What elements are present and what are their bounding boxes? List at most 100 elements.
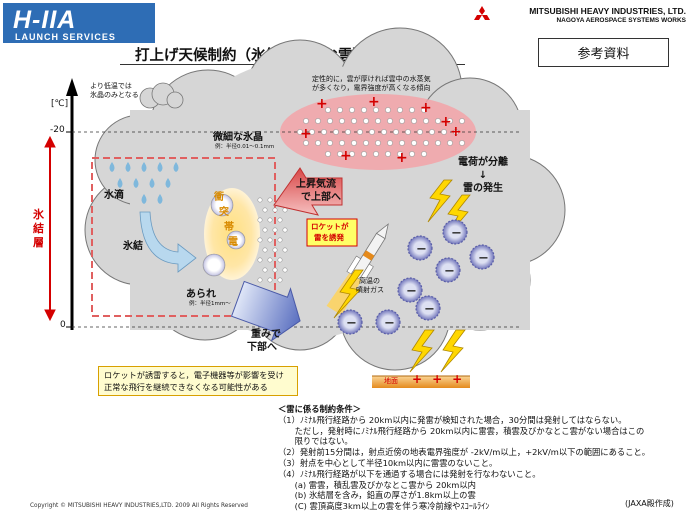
ice-crystal-dot <box>441 129 447 135</box>
water-drop <box>125 162 131 172</box>
ice-crystal-dot <box>429 129 435 135</box>
updraft-arrow <box>273 167 343 216</box>
axis-tick-top: -20 <box>50 125 65 135</box>
ground-charges: +++ <box>412 372 473 386</box>
small-ice-dot <box>272 267 278 273</box>
ice-crystal-dot <box>411 140 417 146</box>
small-ice-dot <box>277 277 283 283</box>
small-ice-dot <box>257 277 263 283</box>
charge-separation-label: 電荷が分離↓雷の発生 <box>458 157 508 194</box>
rocket-trigger-label: ロケットが雷を誘発 <box>311 222 349 242</box>
water-drop-label: 水滴 <box>104 190 124 201</box>
ice-crystal-dot <box>315 140 321 146</box>
hail-size: 例：半径1mm～ <box>189 301 231 307</box>
small-ice-dot <box>277 257 283 263</box>
condition-line: ただし，発射時にﾉﾐﾅﾙ飛行経路から 20km以内に雷雲，積雲及びかなとこ雲がな… <box>278 425 645 436</box>
small-ice-dot <box>262 247 268 253</box>
condition-line: （3）射点を中心として半径10km以内に雷雲のないこと。 <box>278 457 498 468</box>
sinking-arrow <box>230 280 301 342</box>
ice-region-note: 定性的に，雲が厚ければ雲中の水蒸気が多くなり，電界強度が高くなる傾向 <box>312 75 431 92</box>
condition-line: （4）ﾉﾐﾅﾙ飛行経路が以下を通過する場合には発射を行なわないこと。 <box>278 468 541 479</box>
ice-crystal-dot <box>393 129 399 135</box>
ice-crystal-dot <box>351 140 357 146</box>
negative-charge-mark: − <box>384 316 395 331</box>
negative-charge-ball <box>469 244 495 270</box>
ground-bar <box>372 376 470 388</box>
positive-charge-mark: + <box>420 100 432 116</box>
negative-charges: −−−−−−−− <box>337 219 495 335</box>
negative-charge-ball <box>415 295 441 321</box>
small-ice-dot <box>257 197 263 203</box>
small-ice-dot <box>277 237 283 243</box>
hail-balls <box>202 193 246 277</box>
ice-crystal-label: 微細な氷晶 <box>213 132 263 143</box>
water-drop <box>141 194 147 204</box>
ice-crystal-size: 例：半径0.01～0.1mm <box>215 144 275 150</box>
ice-crystal-dot <box>321 129 327 135</box>
mhi-company-name: MITSUBISHI HEAVY INDUSTRIES, LTD. <box>529 6 686 16</box>
water-drop <box>133 178 139 188</box>
negative-charge-mark: − <box>346 316 357 331</box>
small-ice-dot <box>272 227 278 233</box>
updraft-label: 上昇気流で上部へ <box>296 179 341 203</box>
negative-charge-mark: − <box>478 251 489 266</box>
sink-label: 重みで下部へ <box>247 329 281 353</box>
ice-crystal-dot <box>435 140 441 146</box>
condition-line: 限りではない。 <box>278 436 353 447</box>
positive-charge-mark: + <box>450 124 462 140</box>
positive-charges: ++++++++ <box>300 94 462 166</box>
negative-charge-ball <box>397 277 423 303</box>
mhi-division-name: NAGOYA AEROSPACE SYSTEMS WORKS <box>556 17 686 24</box>
ice-crystal-dot <box>363 118 369 124</box>
mhi-diamond-icon <box>474 6 490 20</box>
negative-charge-ball <box>407 235 433 261</box>
condition-line: （2）発射前15分間は，射点近傍の地表電界強度が -2kV/m以上，+2kV/m… <box>278 447 651 458</box>
ice-crystal-dot <box>351 118 357 124</box>
axis-unit: [℃] <box>51 99 69 109</box>
small-ice-dot <box>262 227 268 233</box>
warning-box: ロケットが誘雷すると，電子機器等が影響を受け 正常な飛行を継続できなくなる可能性… <box>98 366 298 396</box>
condition-line: (b) 氷結層を含み，鉛直の厚さが1.8km以上の雲 <box>278 490 476 501</box>
small-cloud-top <box>139 82 184 109</box>
ice-crystal-dot <box>361 107 367 113</box>
ice-crystal-dot <box>423 140 429 146</box>
water-drop <box>165 178 171 188</box>
copyright: Copyright © MITSUBISHI HEAVY INDUSTRIES,… <box>30 503 248 509</box>
water-drop <box>157 162 163 172</box>
positive-charge-mark: + <box>368 94 380 110</box>
positive-charge-mark: + <box>396 150 408 166</box>
small-ice-dots <box>257 197 288 283</box>
condition-line: (a) 雷雲，積乱雲及びかなとこ雲から 20km以内 <box>278 479 476 490</box>
warning-line-1: ロケットが誘雷すると，電子機器等が影響を受け <box>104 370 284 380</box>
small-ice-dot <box>272 247 278 253</box>
ice-crystal-dot <box>337 151 343 157</box>
negative-charge-ball <box>375 309 401 335</box>
ice-crystal-dot <box>421 151 427 157</box>
positive-charge-mark: + <box>300 126 312 142</box>
ice-crystal-dot <box>361 151 367 157</box>
small-ice-dot <box>262 267 268 273</box>
ice-crystal-dot <box>435 118 441 124</box>
ice-crystal-dot <box>349 151 355 157</box>
lightning-conditions: ＜雷に係る制約条件＞ （1）ﾉﾐﾅﾙ飛行経路から 20km以内に発雷が検知された… <box>278 404 688 512</box>
small-ice-dot <box>267 257 273 263</box>
frozen-layer-label: 氷結層 <box>33 208 44 249</box>
ice-crystal-dot <box>399 140 405 146</box>
ice-crystal-dots <box>297 107 465 157</box>
ice-crystal-dot <box>339 118 345 124</box>
ice-crystal-dot <box>411 118 417 124</box>
small-ice-dot <box>267 277 273 283</box>
small-ice-dot <box>262 207 268 213</box>
small-ice-dot <box>282 227 288 233</box>
freeze-arrow <box>139 211 197 273</box>
jaxa-credit: (JAXA殿作成) <box>625 499 674 508</box>
negative-charge-mark: − <box>416 242 427 257</box>
ice-crystal-dot <box>303 118 309 124</box>
ice-crystal-dot <box>409 107 415 113</box>
ice-crystal-dot <box>333 129 339 135</box>
ice-crystal-dot <box>373 107 379 113</box>
small-ice-dot <box>267 197 273 203</box>
h2a-logo: H-IIA LAUNCH SERVICES <box>3 3 155 43</box>
water-drop <box>173 162 179 172</box>
ice-crystal-dot <box>375 118 381 124</box>
